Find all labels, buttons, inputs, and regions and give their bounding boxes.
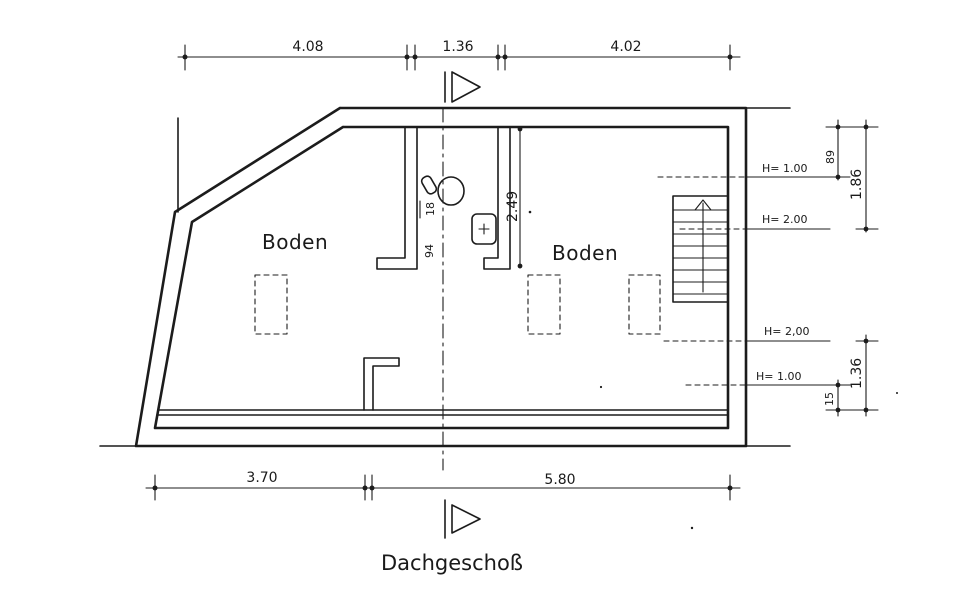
height-lines <box>657 176 831 386</box>
speck <box>528 210 532 214</box>
dim-right-136: 1.36 <box>849 358 865 389</box>
skylight-middle <box>527 274 561 335</box>
sink-icon <box>471 213 497 245</box>
right-dimension-lower <box>825 334 879 417</box>
drawing-title: Dachgeschoß <box>381 551 523 575</box>
dim-bath-18: 18 <box>424 202 437 216</box>
height-label-2: H= 2.00 <box>762 213 807 226</box>
skylight-left <box>254 274 288 335</box>
speck <box>896 392 898 394</box>
room-label-right: Boden <box>552 241 618 265</box>
staircase <box>672 195 729 303</box>
right-dimension-upper <box>825 119 879 233</box>
skylight-right <box>628 274 661 335</box>
height-label-3: H= 2,00 <box>764 325 809 338</box>
height-label-1: H= 1.00 <box>762 162 807 175</box>
height-label-4: H= 1.00 <box>756 370 801 383</box>
section-marker-bottom <box>444 499 481 539</box>
speck <box>599 385 603 389</box>
bottom-dimension-line <box>145 474 741 501</box>
dim-right-186: 1.86 <box>849 169 865 200</box>
dim-bottom-right: 5.80 <box>544 472 575 488</box>
dim-inner-vertical: 2.49 <box>505 191 521 222</box>
outer-wall <box>99 106 791 448</box>
dim-bath-94: 94 <box>423 244 436 258</box>
top-dimension-line <box>177 44 741 71</box>
dim-top-right: 4.02 <box>610 39 641 55</box>
speck <box>690 526 694 530</box>
bathroom-walls <box>376 126 511 270</box>
dim-right-15: 15 <box>823 392 836 406</box>
section-marker-top <box>444 71 481 103</box>
room-label-left: Boden <box>262 230 328 254</box>
dim-bottom-left: 3.70 <box>246 470 277 486</box>
dim-top-left: 4.08 <box>292 39 323 55</box>
toilet-icon <box>420 175 465 206</box>
dim-top-middle: 1.36 <box>442 39 473 55</box>
dim-right-89: 89 <box>824 150 837 164</box>
inner-vertical-dimension <box>517 126 523 269</box>
knee-wall <box>156 409 729 416</box>
chimney <box>363 357 400 411</box>
